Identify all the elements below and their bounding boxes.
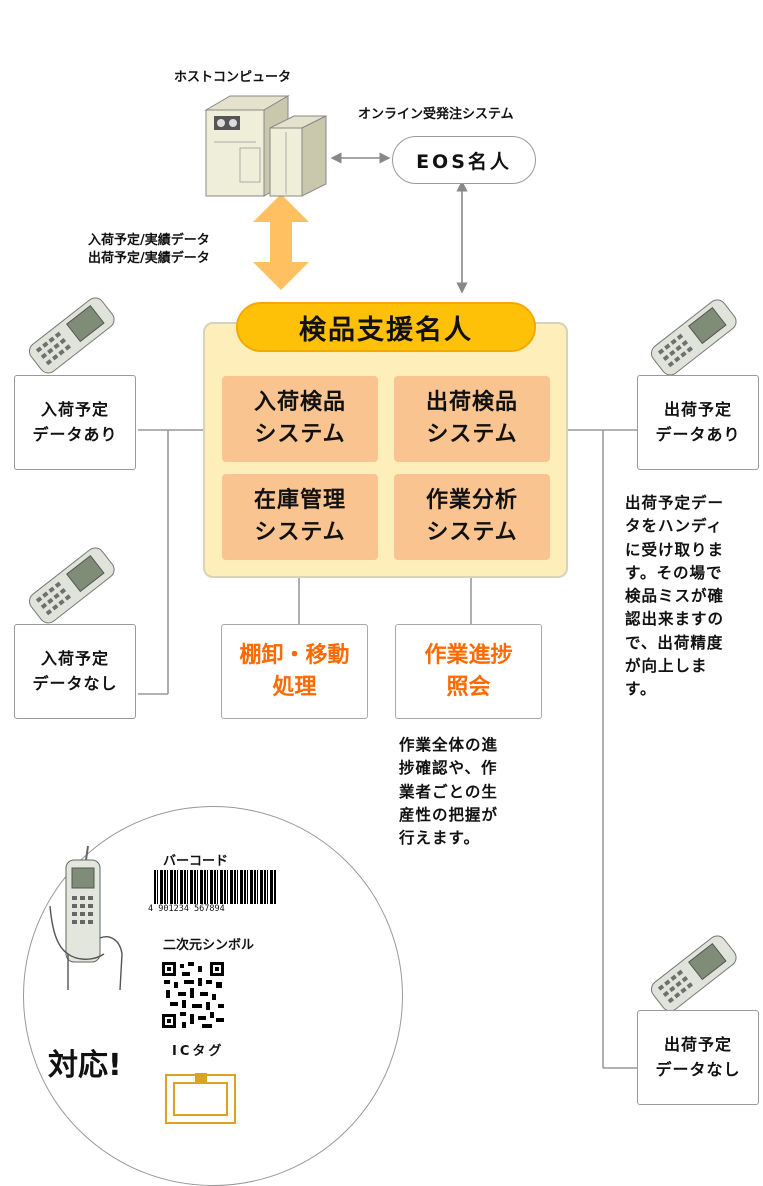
handheld-terminal-icon: [28, 297, 115, 374]
receiving-plan-none-box: 入荷予定 データなし: [14, 624, 136, 719]
handheld-terminal-icon: [650, 299, 737, 376]
barcode-icon: [148, 870, 278, 908]
data-exchange-arrow: [253, 194, 309, 290]
hand-holding-terminal-icon: [49, 845, 123, 991]
ic-tag-label: ICタグ: [172, 1044, 225, 1059]
system-work-analysis: 作業分析 システム: [394, 474, 550, 560]
system-shipping-inspection: 出荷検品 システム: [394, 376, 550, 462]
receiving-plan-exists-box: 入荷予定 データあり: [14, 375, 136, 470]
supported-label: 対応!: [48, 1048, 122, 1083]
handheld-terminal-icon: [650, 935, 737, 1012]
qr-code-icon: [162, 962, 224, 1028]
eos-node: EOS名人: [392, 136, 536, 184]
main-title: 検品支援名人: [236, 302, 536, 352]
eos-caption: オンライン受発注システム: [358, 107, 514, 122]
handheld-terminal-icon: [28, 547, 115, 624]
connector-lines: [138, 152, 637, 1069]
2d-symbol-label: 二次元シンボル: [163, 938, 255, 953]
host-label: ホストコンピュータ: [174, 70, 292, 85]
progress-output: 作業進捗 照会: [395, 624, 542, 719]
stocktake-output: 棚卸・移動 処理: [221, 624, 368, 719]
progress-description: 作業全体の進 捗確認や、作 業者ごとの生 産性の把握が 行えます。: [399, 736, 499, 847]
shipping-plan-exists-box: 出荷予定 データあり: [637, 375, 759, 470]
system-receiving-inspection: 入荷検品 システム: [222, 376, 378, 462]
shipping-plan-none-box: 出荷予定 データなし: [637, 1010, 759, 1105]
system-inventory: 在庫管理 システム: [222, 474, 378, 560]
shipping-description: 出荷予定デー タをハンディ に受け取りま す。その場で 検品ミスが確 認出来ます…: [625, 494, 725, 698]
barcode-number: 4 901234 567894: [148, 904, 225, 914]
data-link-label: 入荷予定/実績データ 出荷予定/実績データ: [88, 233, 210, 267]
server-icon: [204, 95, 327, 197]
ic-tag-icon: [165, 1073, 236, 1124]
barcode-label: バーコード: [163, 854, 229, 869]
